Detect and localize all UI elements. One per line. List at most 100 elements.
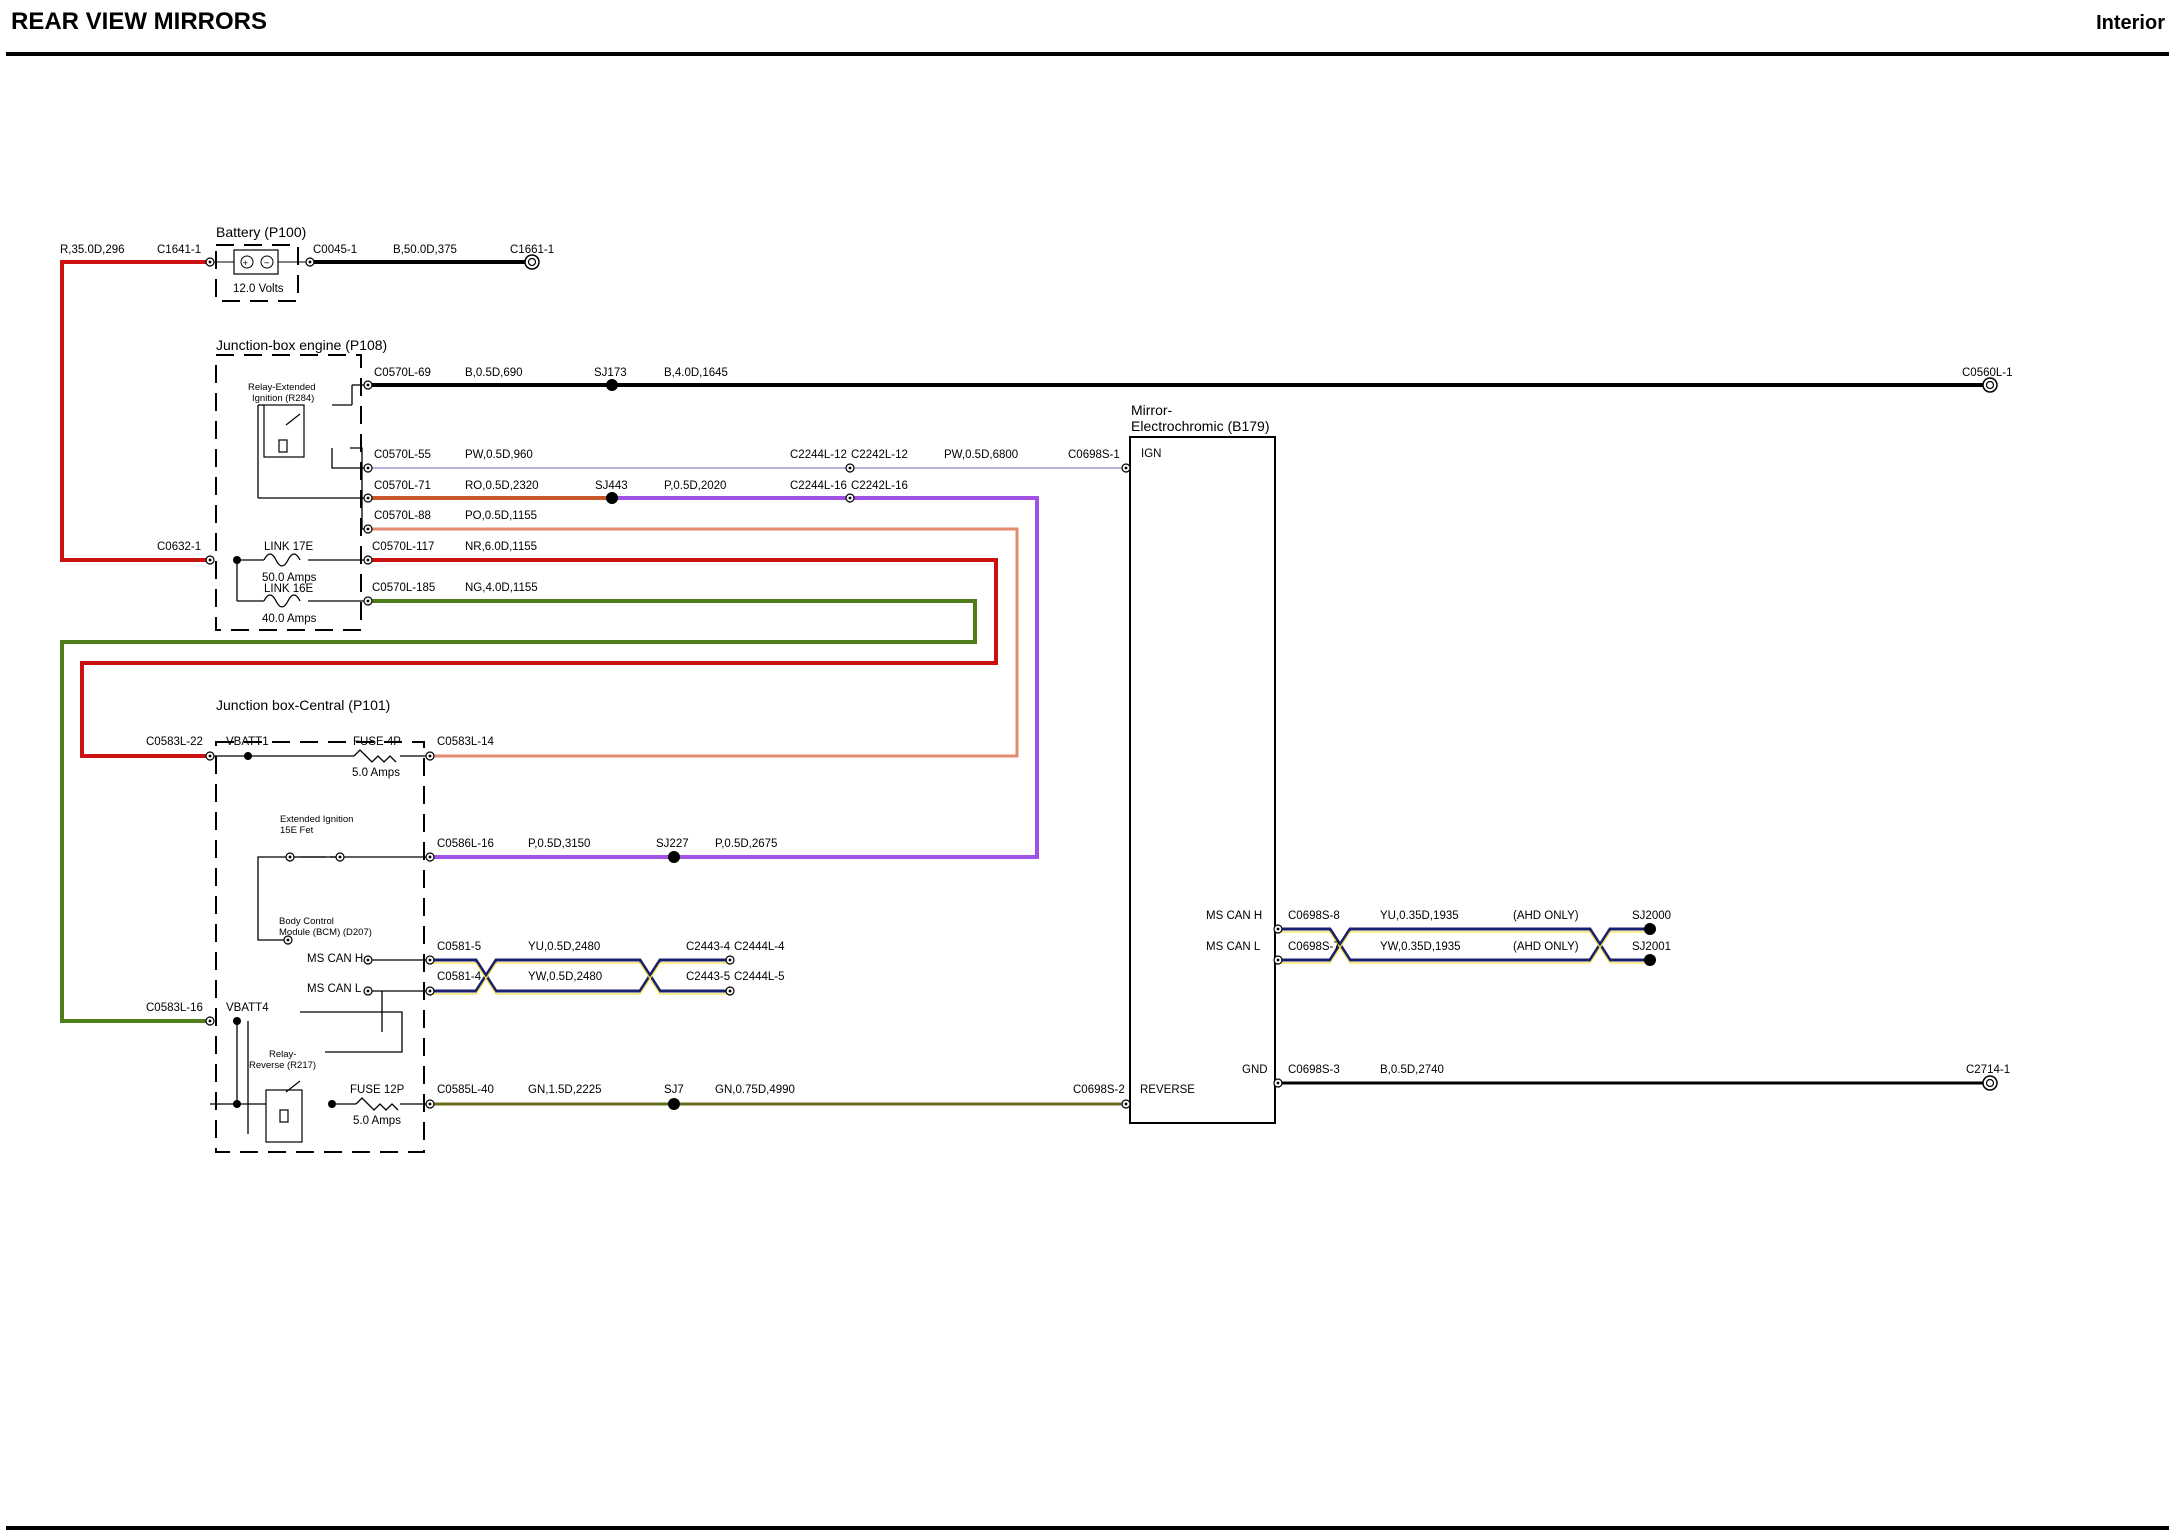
wire-pw-6800-label: PW,0.5D,6800 — [944, 449, 1018, 461]
wire-yw-1935-label: YW,0.35D,1935 — [1380, 941, 1461, 953]
link16-name: LINK 16E — [264, 583, 314, 595]
c2443-5-label: C2443-5 — [686, 971, 730, 983]
mirror-ms-can-h: MS CAN H — [1206, 910, 1262, 922]
c2244-12-label: C2244L-12 — [790, 449, 847, 461]
ahd-only-label-2: (AHD ONLY) — [1513, 941, 1579, 953]
wires — [60, 260, 1988, 1134]
c0698-3-label: C0698S-3 — [1288, 1064, 1340, 1076]
relay-r217-label-2: Reverse (R217) — [249, 1060, 316, 1071]
page-title: REAR VIEW MIRRORS — [11, 8, 268, 35]
sj7-label: SJ7 — [664, 1084, 684, 1096]
svg-text:+: + — [243, 258, 249, 269]
wire-p-3150-label: P,0.5D,3150 — [528, 838, 590, 850]
c2443-4-label: C2443-4 — [686, 941, 731, 953]
fuse4-rating: 5.0 Amps — [352, 767, 400, 779]
c0586-16-label: C0586L-16 — [437, 838, 494, 850]
jb-ms-can-l: MS CAN L — [307, 983, 362, 995]
can-pair-right — [1278, 927, 1650, 964]
c0581-5-label: C0581-5 — [437, 941, 481, 953]
link17-name: LINK 17E — [264, 541, 314, 553]
ext-fet-label-2: 15E Fet — [280, 825, 314, 836]
wire-p-2020-label: P,0.5D,2020 — [664, 480, 726, 492]
bcm-label-1: Body Control — [279, 916, 334, 927]
battery-box: + − — [210, 244, 310, 302]
wire-ro-2320-label: RO,0.5D,2320 — [465, 480, 539, 492]
c0570-88-label: C0570L-88 — [374, 510, 431, 522]
c0698-1-label: C0698S-1 — [1068, 449, 1120, 461]
c2444-5-label: C2444L-5 — [734, 971, 785, 983]
wire-po-1155-label: PO,0.5D,1155 — [465, 510, 537, 522]
battery-voltage: 12.0 Volts — [233, 283, 284, 295]
relay-r217 — [265, 1080, 303, 1143]
jb-ms-can-h: MS CAN H — [307, 953, 363, 965]
wire-yw-2480-label: YW,0.5D,2480 — [528, 971, 602, 983]
c0570-55-label: C0570L-55 — [374, 449, 431, 461]
c0585-40-label: C0585L-40 — [437, 1084, 494, 1096]
labels: Battery (P100) 12.0 Volts Junction-box e… — [60, 224, 2013, 1127]
c2714-label: C2714-1 — [1966, 1064, 2010, 1076]
c2244-16-label: C2244L-16 — [790, 480, 847, 492]
c2242-16-label: C2242L-16 — [851, 480, 908, 492]
mirror-reverse: REVERSE — [1140, 1084, 1195, 1096]
wire-yu-1935-label: YU,0.35D,1935 — [1380, 910, 1459, 922]
c0045-label: C0045-1 — [313, 244, 357, 256]
wire-yu-2480-label: YU,0.5D,2480 — [528, 941, 600, 953]
bcm-label-2: Module (BCM) (D207) — [279, 927, 372, 938]
relay-r284 — [263, 404, 305, 458]
wire-b-690-label: B,0.5D,690 — [465, 367, 523, 379]
c0570-69-label: C0570L-69 — [374, 367, 431, 379]
link17-rating: 50.0 Amps — [262, 572, 317, 584]
c0698-2-label: C0698S-2 — [1073, 1084, 1125, 1096]
section-label: Interior — [2096, 12, 2165, 34]
fuse12-rating: 5.0 Amps — [353, 1115, 401, 1127]
c0570-185-label: C0570L-185 — [372, 582, 435, 594]
wire-p-2020 — [430, 496, 1039, 859]
fuse12-name: FUSE 12P — [350, 1084, 405, 1096]
wire-r-batt-label: R,35.0D,296 — [60, 244, 125, 256]
mirror-title-1: Mirror- — [1131, 402, 1173, 418]
c2242-12-label: C2242L-12 — [851, 449, 908, 461]
relay-r217-label-1: Relay- — [269, 1049, 296, 1060]
c0583-22-label: C0583L-22 — [146, 736, 203, 748]
mirror-gnd: GND — [1242, 1064, 1268, 1076]
can-pair-left — [430, 958, 730, 995]
sj443-label: SJ443 — [595, 480, 628, 492]
wire-ng-1155 — [60, 599, 977, 1023]
mirror-box — [1129, 436, 1276, 1124]
fuse4-name: FUSE 4P — [353, 736, 401, 748]
wire-gn-2225-label: GN,1.5D,2225 — [528, 1084, 602, 1096]
relay-r284-label-2: Ignition (R284) — [252, 393, 314, 404]
wire-b-batt-label: B,50.0D,375 — [393, 244, 457, 256]
mirror-ign: IGN — [1141, 448, 1161, 460]
wire-po-1155 — [368, 527, 1019, 758]
wire-p-2675-label: P,0.5D,2675 — [715, 838, 777, 850]
c0581-4-label: C0581-4 — [437, 971, 482, 983]
wire-pw-960-label: PW,0.5D,960 — [465, 449, 533, 461]
c0583-14-label: C0583L-14 — [437, 736, 495, 748]
relay-r284-label-1: Relay-Extended — [248, 382, 316, 393]
mirror-ms-can-l: MS CAN L — [1206, 941, 1261, 953]
link16-rating: 40.0 Amps — [262, 613, 317, 625]
c0570-117-label: C0570L-117 — [372, 541, 434, 553]
splices — [233, 379, 1656, 1110]
jb-engine-title: Junction-box engine (P108) — [216, 337, 387, 353]
ahd-only-label-1: (AHD ONLY) — [1513, 910, 1579, 922]
bottom-rule — [6, 1526, 2169, 1530]
mirror-title-2: Electrochromic (B179) — [1131, 418, 1270, 434]
vbatt1-label: VBATT1 — [226, 736, 269, 748]
c1641-label: C1641-1 — [157, 244, 201, 256]
jb-engine-box — [215, 354, 362, 631]
sj2000-label: SJ2000 — [1632, 910, 1671, 922]
svg-text:−: − — [264, 258, 270, 269]
wire-r-35-296 — [60, 260, 210, 562]
ext-fet-label-1: Extended Ignition — [280, 814, 353, 825]
wire-ng-1155-label: NG,4.0D,1155 — [465, 582, 538, 594]
wire-nr-1155 — [80, 558, 998, 758]
sj2001-label: SJ2001 — [1632, 941, 1671, 953]
c0570-71-label: C0570L-71 — [374, 480, 431, 492]
battery-title: Battery (P100) — [216, 224, 306, 240]
wire-nr-1155-label: NR,6.0D,1155 — [465, 541, 537, 553]
c1661-label: C1661-1 — [510, 244, 554, 256]
wire-gn-4990-label: GN,0.75D,4990 — [715, 1084, 795, 1096]
